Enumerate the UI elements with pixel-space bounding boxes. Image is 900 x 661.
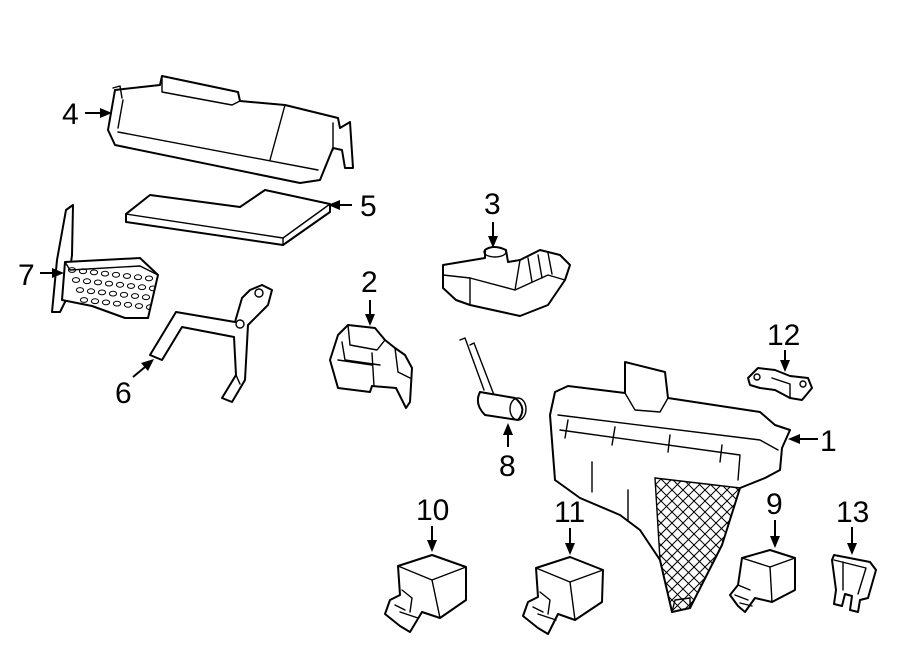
callout-3: 3 — [484, 188, 501, 221]
part-2-electrical-connector — [329, 324, 413, 409]
part-3-control-module — [442, 246, 571, 317]
callout-11: 11 — [554, 496, 585, 529]
callout-2: 2 — [361, 266, 378, 299]
callout-1: 1 — [820, 425, 837, 458]
part-8-capacitor — [459, 337, 527, 421]
callout-9: 9 — [766, 488, 783, 521]
callout-10: 10 — [416, 494, 449, 527]
callout-8: 8 — [499, 450, 516, 483]
callout-4: 4 — [62, 98, 79, 131]
bracket-holes — [67, 267, 158, 312]
callout-6: 6 — [115, 377, 132, 410]
part-4-fuse-box-cover — [107, 75, 354, 184]
callout-13: 13 — [836, 496, 869, 529]
part-13-fuse — [831, 554, 877, 613]
callout-numbers: 1 2 3 4 5 6 7 8 9 10 11 12 13 — [18, 98, 869, 529]
callout-5: 5 — [360, 190, 377, 223]
part-7-mounting-bracket — [51, 204, 159, 319]
part-9-relay — [729, 549, 796, 613]
part-5-insulator-pad — [125, 189, 331, 246]
part-10-relay — [384, 554, 467, 633]
part-11-relay — [522, 556, 604, 635]
callout-7: 7 — [18, 259, 35, 292]
part-6-support-bracket — [149, 284, 273, 403]
leader-lines — [40, 108, 857, 555]
callout-12: 12 — [767, 319, 800, 352]
part-12-retaining-clip — [747, 367, 813, 401]
